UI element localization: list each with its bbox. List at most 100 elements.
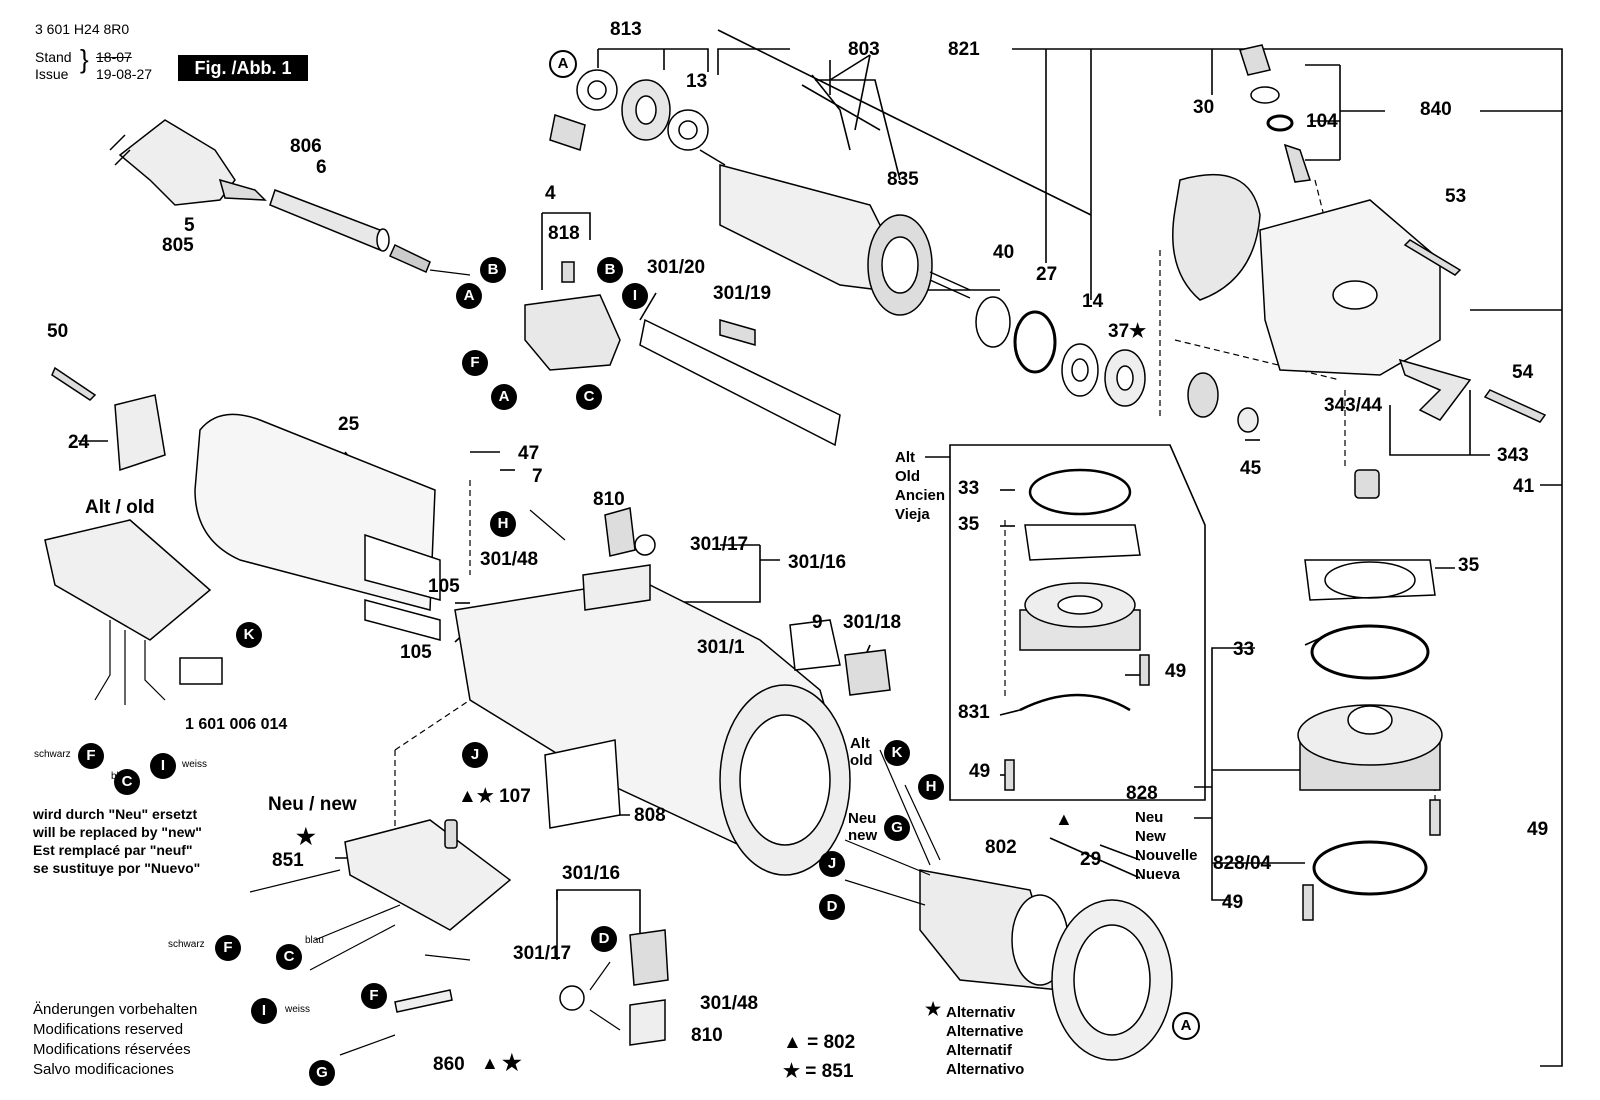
part-label: 33	[958, 478, 980, 499]
bearing-parts	[549, 69, 709, 151]
part-label: 47	[518, 443, 540, 464]
part-label: 835	[887, 169, 919, 190]
alternative-star: ★	[925, 999, 942, 1019]
stand-label: Stand	[35, 49, 72, 65]
field-coil-802-part	[919, 869, 1069, 991]
part-label: 813	[610, 19, 642, 40]
part-label: 301/19	[713, 283, 772, 304]
legend-star: ★ = 851	[783, 1061, 854, 1082]
part-label: 301/1	[697, 637, 745, 658]
issue-label: Issue	[35, 66, 69, 82]
part-label: 54	[1512, 362, 1534, 383]
part-label: 35	[958, 514, 980, 535]
part-label: 45	[1240, 458, 1262, 479]
part-label: 828/04	[1213, 853, 1272, 874]
part-label: 40	[993, 242, 1015, 263]
part-label: 9	[812, 612, 823, 633]
retaining-ring-part	[975, 296, 1011, 348]
connector-marker: I	[622, 283, 648, 309]
cover-24-part	[114, 394, 166, 472]
part-label: 27	[1036, 264, 1058, 285]
part-label: 301/20	[647, 257, 706, 278]
connector-marker: I	[150, 753, 176, 779]
part-label: ▲★ 107	[458, 786, 531, 807]
part-label: 49	[1222, 892, 1244, 913]
issue-date: 19-08-27	[96, 66, 153, 82]
old-board-part	[44, 519, 212, 641]
connector-marker: J	[462, 742, 488, 768]
connector-marker: C	[276, 944, 302, 970]
neu-new-heading: Neu / new	[268, 794, 357, 815]
part-label: 5	[184, 215, 195, 236]
part-label: 104	[1306, 111, 1338, 132]
part-label: 53	[1445, 186, 1467, 207]
part-label: 49	[1527, 819, 1549, 840]
connector-marker: I	[251, 998, 277, 1024]
triangle-marker: ▲	[1055, 809, 1073, 829]
part-label: 37★	[1108, 321, 1147, 342]
screw-53-part	[1403, 239, 1462, 276]
connector-marker: F	[361, 983, 387, 1009]
part-label: 301/16	[562, 863, 621, 884]
connector-marker: A	[491, 384, 517, 410]
part-label: 840	[1420, 99, 1452, 120]
wire-label-black: schwarz	[168, 939, 205, 950]
part-label: 25	[338, 414, 360, 435]
part-label: 14	[1082, 291, 1104, 312]
spindle-guard-part	[1172, 173, 1261, 301]
part-label: 343/44	[1324, 395, 1383, 416]
connector-marker: C	[114, 769, 140, 795]
part-label: 343	[1497, 445, 1529, 466]
part-label: 805	[162, 235, 194, 256]
triangle-marker: ▲	[481, 1053, 499, 1073]
motor-housing-25-part	[194, 413, 441, 641]
alt-inset-box	[949, 444, 1206, 801]
connector-marker: D	[591, 926, 617, 952]
star-marker: ★	[502, 1050, 522, 1075]
connector-marker: K	[884, 740, 910, 766]
connector-marker: H	[918, 774, 944, 800]
part-label: 808	[634, 805, 666, 826]
connector-marker: H	[490, 511, 516, 537]
part-label: 860	[433, 1054, 465, 1075]
motor-housing-301-1-part	[454, 579, 891, 876]
brace-glyph: }	[80, 44, 89, 74]
part-label: 810	[593, 489, 625, 510]
connector-marker: B	[597, 257, 623, 283]
connector-marker: B	[480, 257, 506, 283]
part-label: 30	[1193, 97, 1215, 118]
part-label: 6	[316, 157, 327, 178]
connector-marker: A	[1172, 1012, 1200, 1040]
part-label: 49	[1165, 661, 1187, 682]
seal-ring-part	[1013, 310, 1057, 374]
star-marker: ★	[296, 824, 316, 849]
alt-old-heading: Alt / old	[85, 497, 155, 518]
part-label: 1 601 006 014	[185, 716, 288, 733]
part-label: 24	[68, 432, 90, 453]
connector-marker: A	[549, 50, 577, 78]
connector-marker: C	[576, 384, 602, 410]
part-label: 50	[47, 321, 69, 342]
part-label: 33	[1233, 639, 1255, 660]
part-label: 806	[290, 136, 322, 157]
part-label: 29	[1080, 849, 1102, 870]
part-label: 49	[969, 761, 991, 782]
part-label: 802	[985, 837, 1017, 858]
part-label: 821	[948, 39, 980, 60]
part-label: 4	[545, 183, 556, 204]
part-label: 7	[532, 466, 543, 487]
connector-marker: F	[462, 350, 488, 376]
part-label: 13	[686, 71, 708, 92]
connector-marker: A	[456, 283, 482, 309]
wire-label-black: schwarz	[34, 749, 71, 760]
connector-marker: F	[78, 743, 104, 769]
part-label: 41	[1513, 476, 1535, 497]
connector-marker: K	[236, 622, 262, 648]
